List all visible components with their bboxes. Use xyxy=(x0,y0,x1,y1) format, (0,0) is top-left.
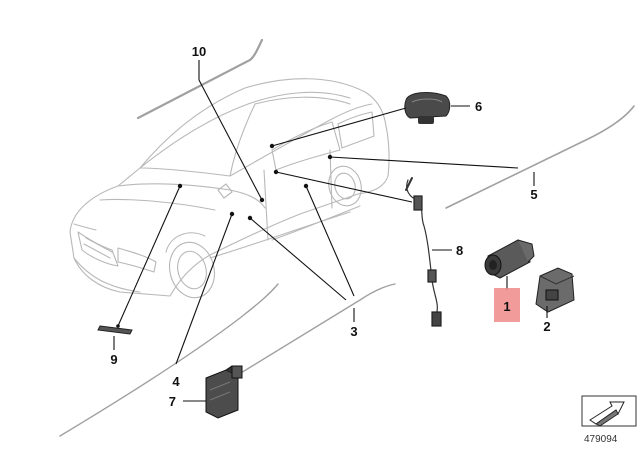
callout-10[interactable]: 10 xyxy=(192,44,206,59)
callout-2[interactable]: 2 xyxy=(543,319,550,334)
part-9-pad xyxy=(97,325,133,335)
callout-8[interactable]: 8 xyxy=(456,243,463,258)
car-outline xyxy=(69,78,390,299)
callout-5[interactable]: 5 xyxy=(530,187,537,202)
part-7-module xyxy=(205,365,243,419)
callout-7[interactable]: 7 xyxy=(169,394,176,409)
callout-1[interactable]: 1 xyxy=(503,299,510,314)
leader-dots xyxy=(116,143,333,328)
callout-9[interactable]: 9 xyxy=(110,352,117,367)
orientation-icon xyxy=(581,395,637,427)
part-1-sensor xyxy=(484,239,535,279)
part-8-cable xyxy=(405,177,442,327)
callout-6[interactable]: 6 xyxy=(475,99,482,114)
document-number: 479094 xyxy=(584,434,618,445)
trim-strips xyxy=(59,38,635,437)
callout-3[interactable]: 3 xyxy=(350,324,357,339)
part-2-sensor xyxy=(535,267,575,313)
leader-lines xyxy=(113,60,548,402)
callout-4[interactable]: 4 xyxy=(172,374,180,389)
part-6-module xyxy=(404,92,451,124)
part-1-highlight xyxy=(494,288,520,322)
callout-labels: 10 6 5 8 1 2 3 9 4 7 xyxy=(110,44,550,409)
